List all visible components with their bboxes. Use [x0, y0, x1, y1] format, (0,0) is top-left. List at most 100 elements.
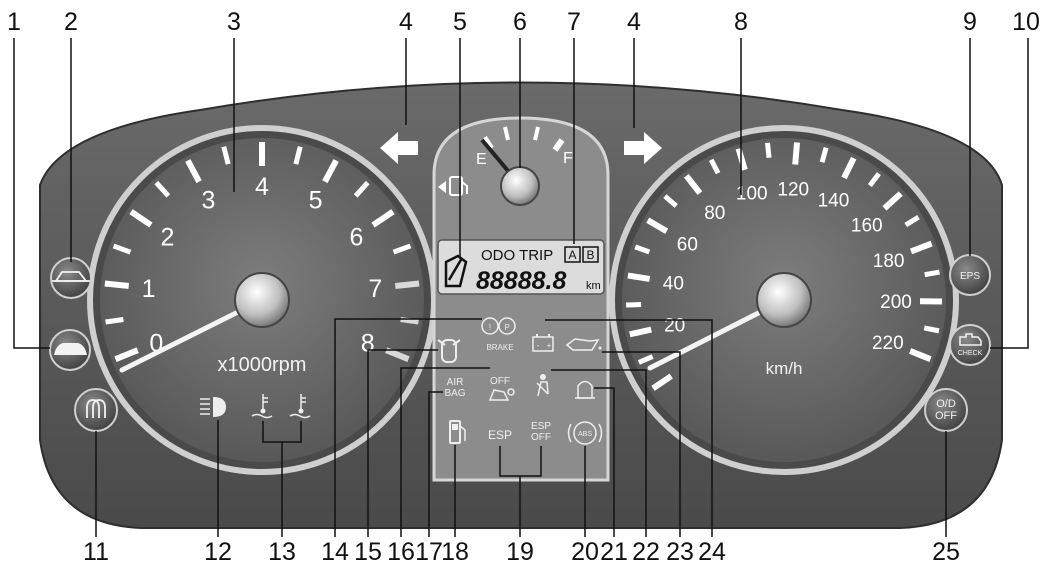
tachometer-number: 7	[368, 275, 382, 303]
engine-icon	[959, 333, 982, 346]
oil-pressure-icon	[565, 338, 602, 351]
speedometer-tick	[867, 172, 881, 188]
speedometer-unit-label: km/h	[766, 359, 803, 378]
tachometer-tick	[105, 317, 124, 325]
fuel-tick-1	[483, 135, 494, 150]
trip-a-label: A	[568, 248, 576, 262]
eps-warning-button[interactable]: EPS	[949, 254, 991, 296]
callout-11: 11	[83, 538, 109, 566]
fuel-tick-4	[552, 138, 565, 152]
callout-15: 15	[354, 538, 382, 566]
check-engine-button[interactable]: CHECK	[949, 324, 991, 366]
lcd-odometer-digits: 88888.8	[476, 267, 566, 295]
speedometer-number: 200	[880, 292, 912, 313]
speedometer-tick	[924, 269, 940, 278]
fuel-empty-label: E	[476, 151, 487, 168]
airbag-bag-label: BAG	[444, 388, 465, 399]
abs-label: ABS	[578, 431, 592, 438]
speedometer-number: 100	[736, 184, 768, 205]
tachometer-unit-label: x1000rpm	[218, 354, 307, 376]
speedometer-ticks	[626, 142, 943, 391]
airbag-air-label: AIR	[447, 377, 464, 388]
callout-3: 3	[227, 8, 241, 36]
glow-plug-button[interactable]	[74, 388, 118, 432]
fuel-door-side-icon	[438, 176, 468, 196]
door-ajar-icon	[437, 339, 461, 363]
callout-12: 12	[204, 538, 232, 566]
speedometer-number: 220	[872, 333, 904, 354]
tachometer-tick	[400, 317, 419, 325]
fuel-tick-2	[503, 126, 510, 141]
speedometer-tick	[629, 326, 652, 338]
tachometer-hub	[234, 272, 290, 328]
speedometer-tick	[646, 217, 669, 234]
coolant-high-temp-icon	[289, 394, 311, 419]
low-fuel-icon	[449, 420, 466, 444]
speedometer-tick	[651, 373, 673, 391]
leader-23	[602, 351, 681, 537]
trip-a-box	[564, 246, 581, 263]
fuel-tick-3	[533, 126, 540, 141]
coolant-low-temp-icon	[251, 394, 273, 419]
warning-indicators: ! P BRAKE - + AIR BAG OFF	[437, 317, 603, 445]
fuel-full-label: F	[563, 150, 573, 167]
speedometer-tick	[819, 147, 829, 163]
leader-10	[990, 38, 1029, 349]
lcd-unit: km	[586, 280, 601, 292]
brake-label: BRAKE	[486, 343, 513, 352]
tachometer-tick	[112, 243, 132, 255]
tachometer-tick	[394, 280, 420, 289]
airbag-indicator: AIR BAG	[444, 377, 465, 399]
leader-16	[400, 367, 490, 537]
callout-9: 9	[963, 8, 977, 36]
speedometer-number: 160	[851, 216, 883, 237]
speedometer-tick	[663, 194, 678, 208]
tachometer-tick	[114, 347, 139, 362]
speedometer-tick	[882, 191, 903, 211]
tachometer-tick	[385, 347, 410, 362]
leader-24	[545, 319, 713, 537]
callout-numbers: 1 2 3 4 5 6 7 4 8 9 10 11 12 13 14 15 16…	[7, 8, 1040, 566]
tachometer-tick	[129, 209, 153, 228]
car-side-icon	[52, 271, 90, 282]
passenger-airbag-off-label: OFF	[490, 376, 510, 387]
speedometer-hub	[756, 272, 812, 328]
speedometer-tick	[792, 142, 801, 165]
callout-8: 8	[734, 8, 748, 36]
leader-15	[367, 349, 438, 537]
callout-7: 7	[567, 8, 581, 36]
tachometer-tick	[185, 159, 202, 184]
callout-18: 18	[441, 538, 469, 566]
speedometer-number: 80	[704, 203, 725, 224]
speedometer-tick	[923, 325, 940, 334]
callout-4-right: 4	[627, 8, 641, 36]
tachometer-number: 5	[309, 186, 323, 214]
od-label: O/D	[936, 398, 956, 410]
sunroof-button[interactable]	[49, 329, 91, 371]
speedometer-number: 20	[664, 315, 685, 336]
callout-24: 24	[698, 538, 726, 566]
passenger-airbag-off-icon: OFF	[488, 376, 515, 401]
speedometer-tick	[909, 240, 933, 255]
callout-16: 16	[387, 538, 415, 566]
speedometer-number: 140	[818, 190, 850, 211]
speedometer-tick	[908, 348, 932, 362]
svg-text:-: -	[537, 341, 540, 350]
abs-warning-icon: ABS	[567, 421, 603, 445]
speedometer-tick	[683, 173, 703, 195]
rear-fog-lamp-button[interactable]	[50, 257, 92, 299]
tachometer-tick	[104, 280, 130, 289]
leader-21	[594, 387, 615, 537]
od-off-button[interactable]: O/D OFF	[924, 388, 968, 432]
leader-lines	[13, 38, 1029, 537]
tachometer-tick	[154, 180, 171, 198]
callout-5: 5	[453, 8, 467, 36]
right-turn-signal-icon	[624, 132, 662, 164]
od-off-label: OFF	[935, 410, 957, 422]
svg-text:!: !	[489, 323, 491, 332]
leader-14	[334, 318, 482, 537]
